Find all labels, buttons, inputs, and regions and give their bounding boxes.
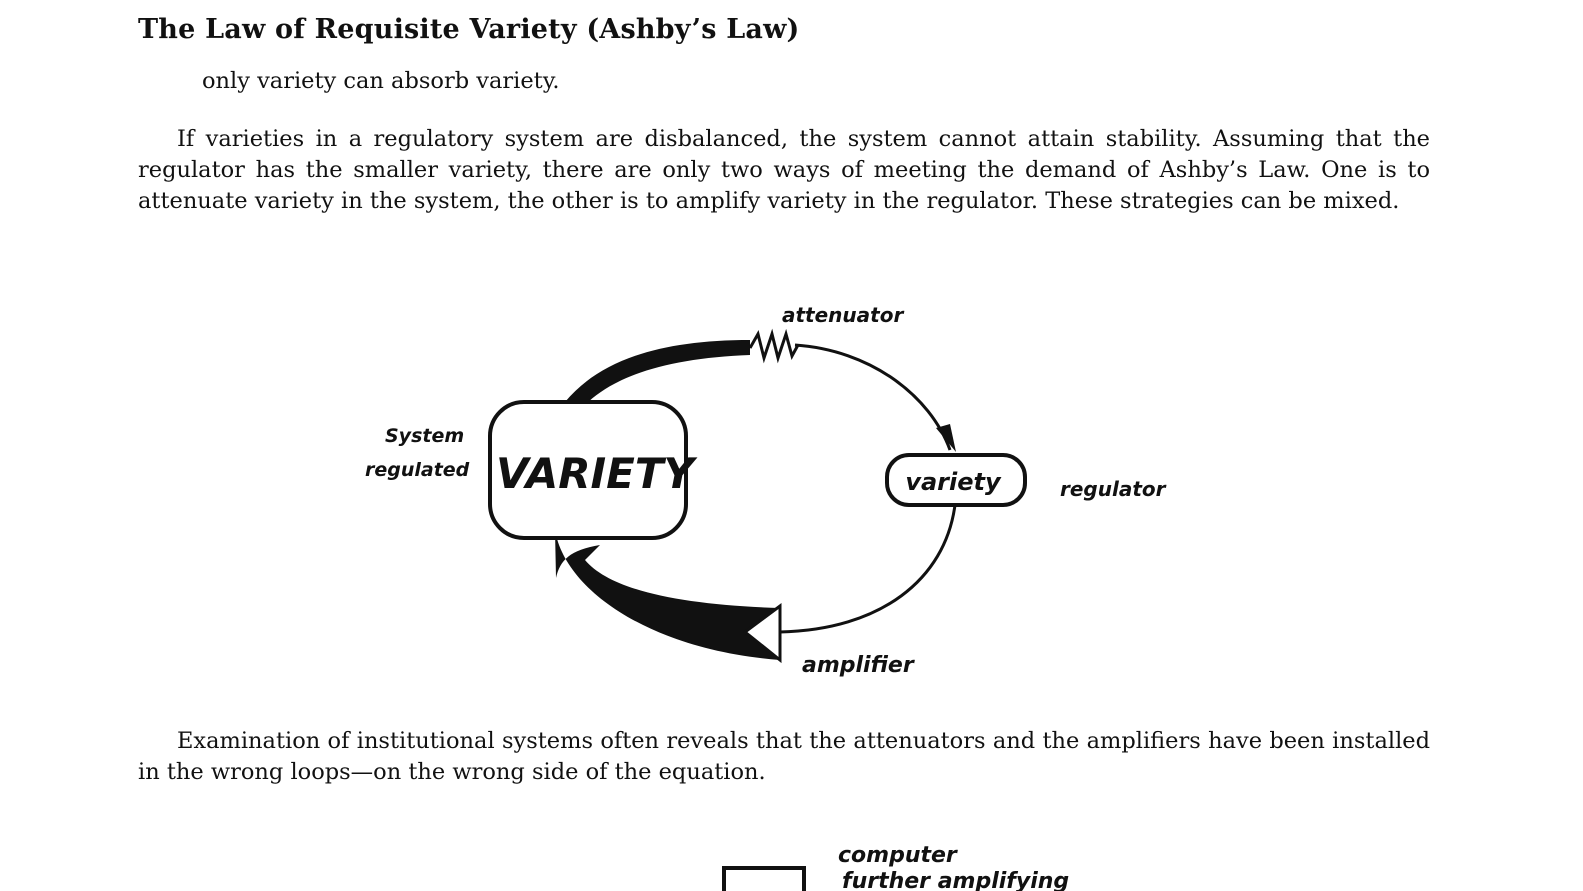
attenuator-loop-line [794,343,952,451]
regulated-label: regulated [365,459,470,481]
attenuator-label: attenuator [782,303,904,327]
further-amplifying-label: further amplifying [842,869,1069,891]
amplifier-loop-line [779,504,957,634]
system-variety-text: VARIETY [496,449,697,498]
paragraph-strategies: If varieties in a regulatory system are … [138,126,1430,214]
computer-box [722,866,806,891]
amplifier-triangle [742,603,782,664]
law-statement: only variety can absorb variety. [202,68,560,94]
regulator-variety-box [885,453,1027,507]
amplifier-thick-arc [555,530,780,660]
regulator-variety-text: variety [905,468,1002,496]
system-label: System [385,425,464,447]
regulator-label: regulator [1060,477,1167,501]
system-variety-box [488,400,688,540]
attenuator-zigzag [748,328,800,364]
paragraph-institutional: Examination of institutional systems oft… [138,728,1430,785]
attenuator-thick-arc [565,340,750,405]
arrowhead-down [936,424,956,452]
page-title: The Law of Requisite Variety (Ashby’s La… [138,14,800,45]
computer-label: computer [838,843,958,868]
amplifier-label: amplifier [802,653,915,678]
